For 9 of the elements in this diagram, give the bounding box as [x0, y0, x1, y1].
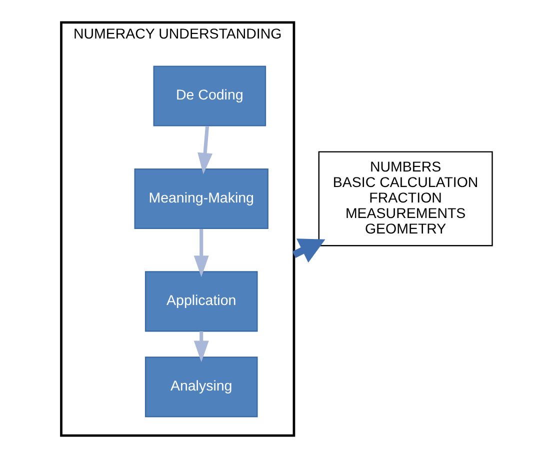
arrow [194, 331, 209, 362]
arrow [198, 126, 212, 174]
node-box: De Coding [153, 66, 266, 126]
node-box: Meaning-Making [134, 168, 268, 229]
node-box: Analysing [144, 356, 258, 418]
node-box: Application [144, 271, 258, 332]
node-box: NUMBERS BASIC CALCULATION FRACTION MEASUREMENTS GEOMETRY [318, 151, 493, 246]
arrow [194, 228, 209, 278]
arrow [292, 238, 326, 263]
